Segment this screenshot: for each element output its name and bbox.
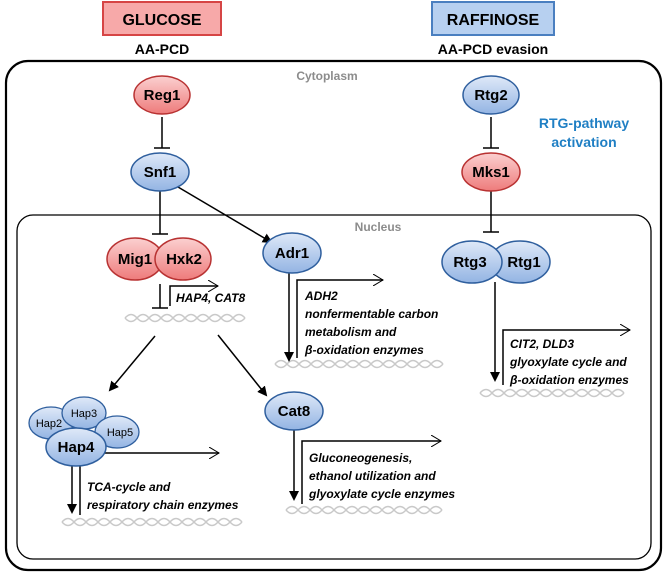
hap3-label: Hap3 — [71, 408, 97, 420]
cytoplasm-region — [4, 59, 663, 572]
gene-adh2-line4: β-oxidation enzymes — [304, 343, 424, 357]
rtg2-ellipse — [462, 75, 520, 115]
glucose-header: GLUCOSE AA-PCD — [102, 1, 222, 57]
gene-gluco-line2: ethanol utilization and — [309, 469, 436, 483]
glucose-sublabel: AA-PCD — [135, 41, 189, 57]
node-hap3: Hap3 — [61, 396, 107, 430]
node-adr1: Adr1 — [262, 232, 322, 274]
hxk2-ellipse — [154, 237, 212, 281]
raffinose-label: RAFFINOSE — [447, 12, 540, 29]
rtg-pathway-label: RTG-pathway — [539, 115, 629, 131]
node-rtg2: Rtg2 — [462, 75, 520, 115]
node-hap4: Hap4 — [45, 427, 107, 467]
cat8-label: Cat8 — [278, 403, 311, 420]
snf1-activates-adr1 — [177, 186, 273, 244]
hap4-cat8-transcription-arrow — [169, 286, 218, 306]
snf1-ellipse — [130, 152, 190, 192]
mks1-label: Mks1 — [472, 164, 510, 181]
hap2-label: Hap2 — [36, 418, 62, 430]
rtg3-ellipse — [441, 240, 503, 284]
dna-to-cat8 — [217, 334, 268, 397]
node-mig1: Mig1 — [106, 237, 164, 281]
rtg-transcription-arrow — [502, 330, 630, 385]
cytoplasm-label: Cytoplasm — [296, 69, 357, 83]
raffinose-header: RAFFINOSE AA-PCD evasion — [431, 1, 555, 57]
gene-gluco-line3: glyoxylate cycle enzymes — [308, 487, 455, 501]
mks1-ellipse — [461, 152, 521, 192]
hxk2-label: Hxk2 — [166, 251, 202, 268]
dna-to-hap4 — [108, 335, 156, 392]
node-snf1: Snf1 — [130, 152, 190, 192]
gene-tca-line2: respiratory chain enzymes — [87, 498, 239, 512]
rtg2-label: Rtg2 — [474, 87, 507, 104]
rtg3-label: Rtg3 — [453, 254, 486, 271]
dna-strand-5 — [285, 505, 443, 515]
dna-strand-4 — [61, 517, 243, 527]
gene-adh2: ADH2 — [304, 289, 338, 303]
dna-strand-3b — [479, 388, 625, 398]
node-hap5: Hap5 — [94, 415, 140, 449]
hap4-ellipse — [45, 427, 107, 467]
rtg-activation-label: activation — [551, 134, 616, 150]
gene-cit2: CIT2, DLD3 — [510, 337, 574, 351]
gene-adh2-line3: metabolism and — [305, 325, 397, 339]
reg1-ellipse — [133, 75, 191, 115]
adr1-ellipse — [262, 232, 322, 274]
dna-strand-5b — [285, 505, 443, 515]
rtg1-label: Rtg1 — [507, 254, 540, 271]
gene-gluco: Gluconeogenesis, — [309, 451, 412, 465]
node-reg1: Reg1 — [133, 75, 191, 115]
gene-hap4-cat8: HAP4, CAT8 — [176, 291, 245, 305]
hap4-label: Hap4 — [58, 439, 95, 456]
cat8-ellipse — [264, 391, 324, 431]
dna-strand-4b — [61, 517, 243, 527]
node-rtg1: Rtg1 — [489, 240, 551, 284]
dna-strands — [61, 313, 625, 527]
gene-cit2-line2: glyoxylate cycle and — [509, 355, 627, 369]
dna-strand-2b — [274, 359, 444, 369]
node-hxk2: Hxk2 — [154, 237, 212, 281]
mig1-label: Mig1 — [118, 251, 152, 268]
node-cat8: Cat8 — [264, 391, 324, 431]
gene-adh2-line2: nonfermentable carbon — [305, 307, 438, 321]
snf1-label: Snf1 — [144, 164, 177, 181]
gene-cit2-line3: β-oxidation enzymes — [509, 373, 629, 387]
raffinose-box — [431, 1, 555, 36]
cat8-transcription-arrow — [301, 441, 441, 504]
node-rtg3: Rtg3 — [441, 240, 503, 284]
adr1-label: Adr1 — [275, 245, 309, 262]
raffinose-sublabel: AA-PCD evasion — [438, 41, 548, 57]
nucleus-label: Nucleus — [355, 220, 402, 234]
hap5-label: Hap5 — [107, 427, 133, 439]
node-mks1: Mks1 — [461, 152, 521, 192]
glucose-label: GLUCOSE — [122, 12, 201, 29]
reg1-label: Reg1 — [144, 87, 181, 104]
nucleus-region — [16, 214, 652, 560]
adr1-transcription-arrow — [296, 280, 383, 358]
glucose-box — [102, 1, 222, 36]
dna-strand-1b — [124, 313, 246, 323]
gene-tca: TCA-cycle and — [87, 480, 171, 494]
